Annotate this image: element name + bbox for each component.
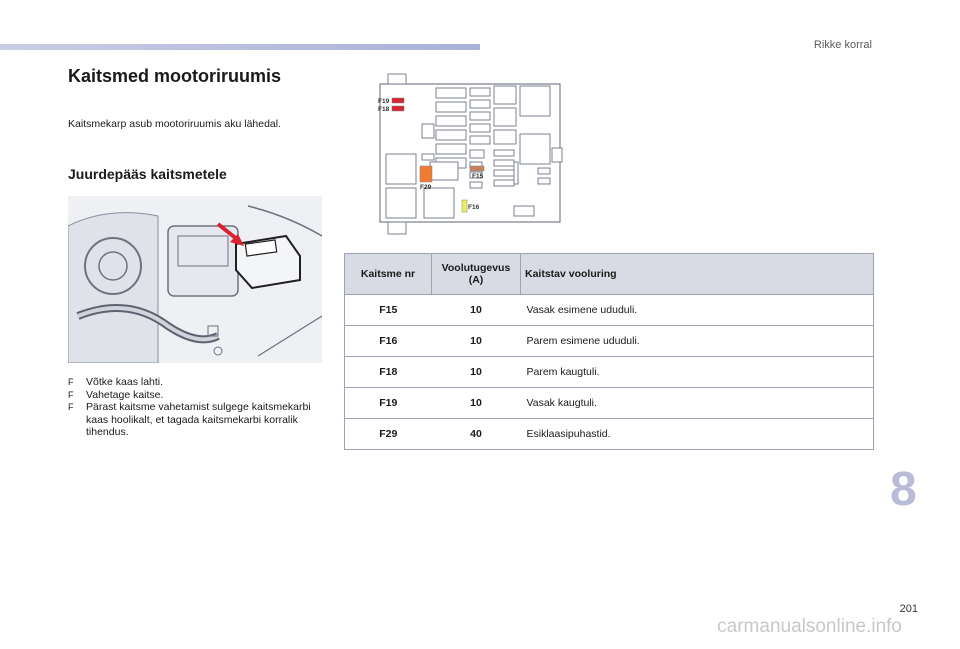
label-f15: F15	[472, 173, 484, 180]
fuse-function: Parem kaugtuli.	[520, 356, 874, 388]
column-header-function: Kaitstav vooluring	[520, 253, 874, 295]
list-item: F Vahetage kaitse.	[68, 389, 328, 402]
step-text: Vahetage kaitse.	[86, 388, 164, 401]
step-text: Pärast kaitsme vahetamist sulgege kaitsm…	[86, 401, 311, 438]
fuse-function: Vasak kaugtuli.	[520, 387, 874, 419]
bullet-icon: F	[68, 389, 74, 400]
page-number: 201	[899, 603, 918, 615]
page-title: Kaitsmed mootoriruumis	[68, 66, 282, 86]
chapter-number: 8	[890, 463, 917, 516]
bullet-icon: F	[68, 377, 74, 387]
table-row: F19 10 Vasak kaugtuli.	[344, 387, 874, 419]
fuse-number: F18	[344, 356, 432, 388]
fuse-f18	[391, 105, 405, 112]
step-text: Võtke kaas lahti.	[86, 376, 164, 388]
list-item: F Võtke kaas lahti.	[68, 376, 328, 389]
label-f18: F18	[378, 106, 390, 113]
instruction-list: F Võtke kaas lahti. F Vahetage kaitse. F Pä…	[68, 376, 328, 439]
label-f16: F16	[468, 204, 480, 211]
table-header-row: Kaitsme nr Voolutugevus (A) Kaitstav voo…	[344, 253, 874, 295]
label-f29: F29	[420, 184, 432, 191]
fuse-box-diagram: F19 F18 F15 F29 F16	[374, 72, 570, 242]
fuse-amperage: 10	[431, 325, 521, 357]
table-row: F15 10 Vasak esimene ududuli.	[344, 294, 874, 326]
fuse-amperage: 10	[431, 356, 521, 388]
subsection-title: Juurdepääs kaitsmetele	[68, 166, 227, 182]
fuse-number: F29	[344, 418, 432, 450]
watermark: carmanualsonline.info	[717, 616, 902, 637]
header-accent-bar	[0, 44, 480, 50]
fuse-amperage: 10	[431, 387, 521, 419]
column-header-amperage: Voolutugevus (A)	[431, 253, 521, 295]
fuse-function: Parem esimene ududuli.	[520, 325, 874, 357]
label-f19: F19	[378, 98, 390, 105]
fuse-amperage: 40	[431, 418, 521, 450]
fuse-f15	[469, 165, 485, 172]
intro-text: Kaitsmekarp asub mootoriruumis aku lähed…	[68, 118, 282, 130]
fuse-amperage: 10	[431, 294, 521, 326]
engine-compartment-illustration	[68, 196, 322, 363]
fuse-f29	[419, 165, 433, 183]
bullet-icon: F	[68, 402, 74, 412]
fuse-number: F15	[344, 294, 432, 326]
fuse-number: F16	[344, 325, 432, 357]
column-header-number: Kaitsme nr	[344, 253, 432, 295]
section-title: Rikke korral	[813, 39, 872, 51]
table-row: F18 10 Parem kaugtuli.	[344, 356, 874, 388]
list-item: F Pärast kaitsme vahetamist sulgege kaits…	[68, 401, 328, 439]
fuse-f16	[461, 199, 468, 213]
fuse-function: Vasak esimene ududuli.	[520, 294, 874, 326]
table-row: F29 40 Esiklaasipuhastid.	[344, 418, 874, 450]
fuse-table: Kaitsme nr Voolutugevus (A) Kaitstav voo…	[344, 253, 874, 450]
table-row: F16 10 Parem esimene ududuli.	[344, 325, 874, 357]
fuse-function: Esiklaasipuhastid.	[520, 418, 874, 450]
fuse-number: F19	[344, 387, 432, 419]
fuse-f19	[391, 97, 405, 104]
